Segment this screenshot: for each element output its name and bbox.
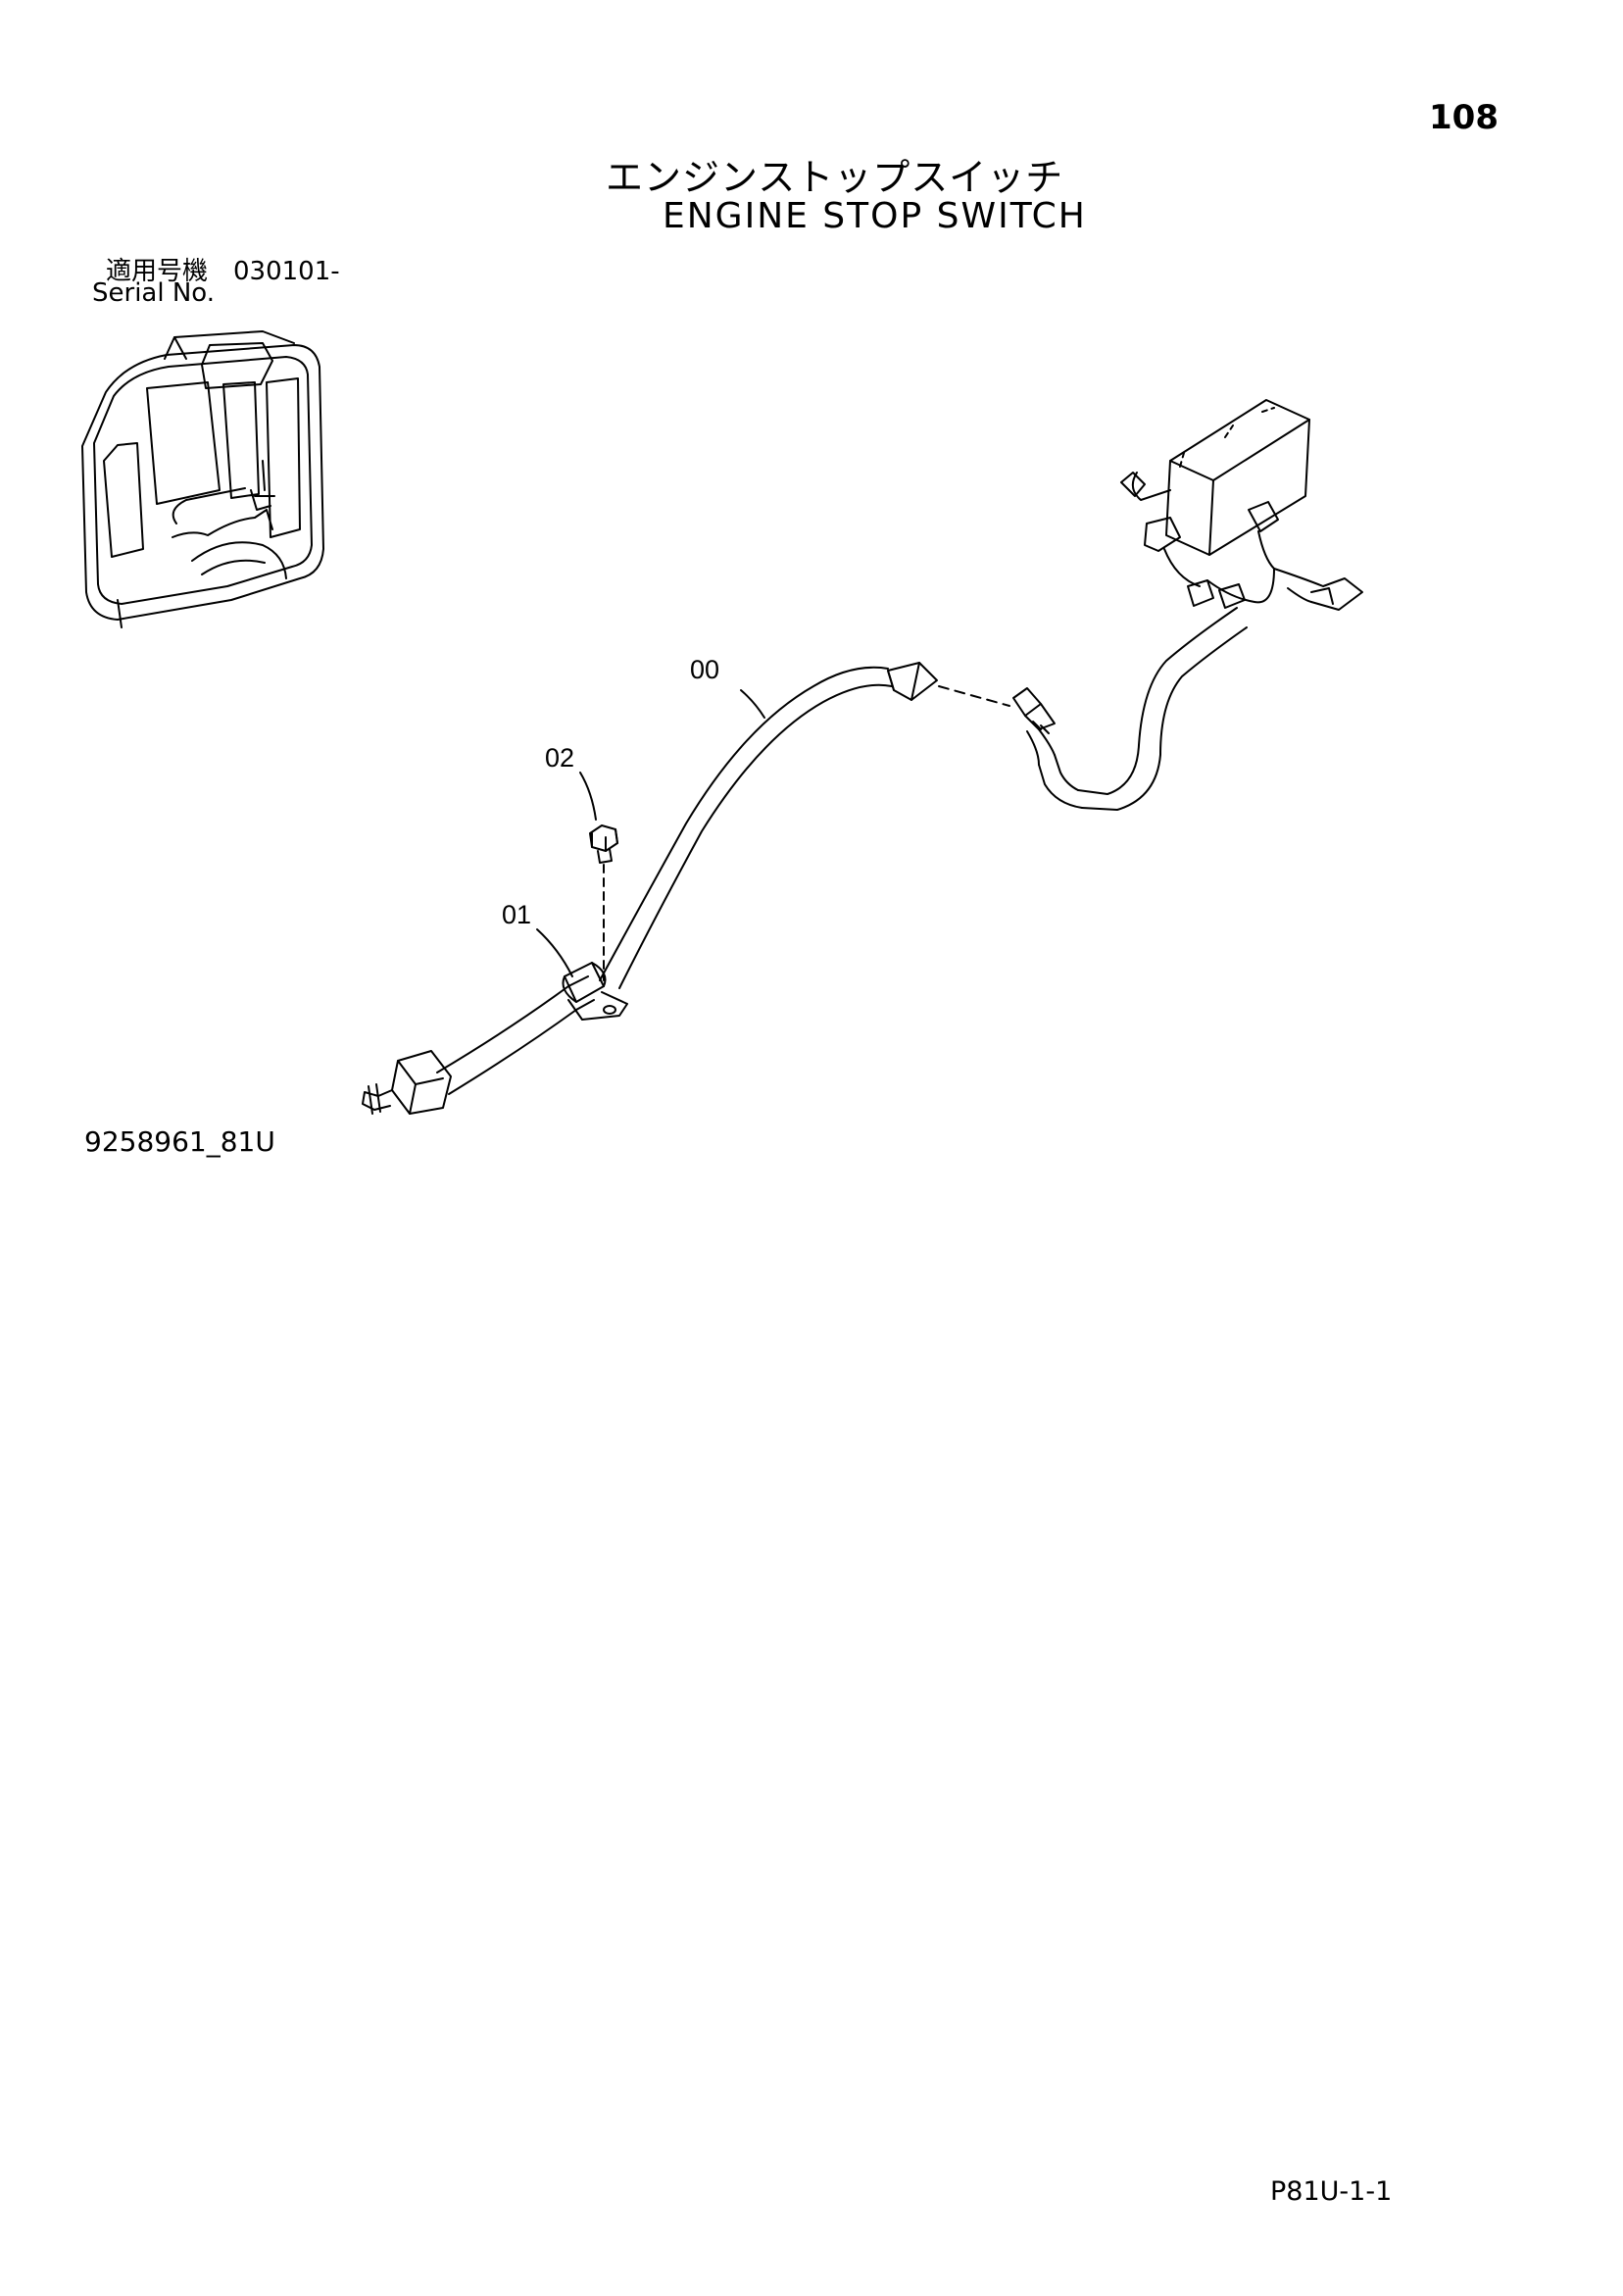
drawing-id: 9258961_81U xyxy=(84,1125,275,1158)
leader-line-01 xyxy=(536,928,573,977)
callout-label-02: 02 xyxy=(545,743,575,773)
page-reference: P81U-1-1 xyxy=(1270,2176,1393,2207)
page-title-japanese: エンジンストップスイッチ xyxy=(606,156,1064,199)
page-number: 108 xyxy=(1429,98,1499,137)
serial-no-label: Serial No. xyxy=(92,278,215,308)
connection-dashed-line xyxy=(938,685,1010,707)
page-title-english: ENGINE STOP SWITCH xyxy=(663,196,1087,236)
cab-location-illustration xyxy=(81,330,324,628)
engine-stop-switch-body xyxy=(362,1050,452,1115)
callout-label-01: 01 xyxy=(502,900,532,929)
callout-label-00: 00 xyxy=(690,655,720,684)
serial-range-label: 適用号機 030101- xyxy=(106,257,340,286)
bolt-part-02 xyxy=(589,824,618,981)
leader-line-02 xyxy=(579,772,597,821)
controller-and-main-harness xyxy=(1012,399,1363,811)
clamp-part-01 xyxy=(562,962,628,1021)
leader-line-00 xyxy=(740,689,765,719)
harness-cable-part-00 xyxy=(436,662,938,1095)
